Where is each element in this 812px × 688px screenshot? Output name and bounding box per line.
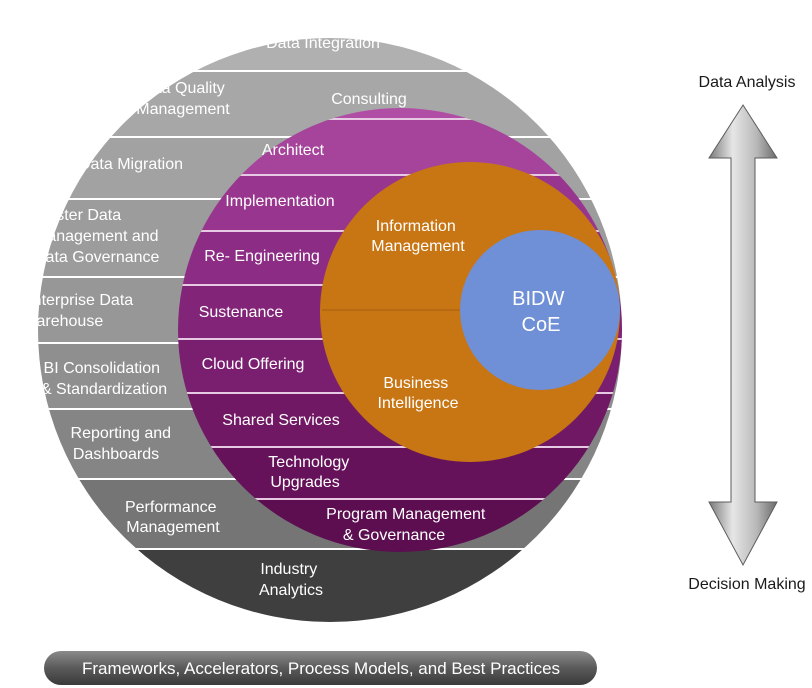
domain-information-management: Information Management [371, 218, 465, 255]
service-program-management: Program Management & Governance [326, 506, 490, 544]
outer-layer-data-quality: Data Quality Management [136, 80, 230, 118]
service-implementation: Implementation [225, 193, 334, 210]
outer-layer-data-migration: Data Migration [79, 156, 183, 173]
outer-layer-edw: Enterprise Data Warehouse [22, 292, 138, 330]
outer-layer-data-integration: Data Integration [266, 35, 380, 52]
service-shared-services: Shared Services [222, 412, 339, 429]
domain-labels: Information Management Business Intellig… [371, 218, 465, 412]
service-sustenance: Sustenance [199, 304, 284, 321]
outer-layer-labels: Data Integration Data Quality Management… [22, 35, 380, 599]
outer-layer-bi-consolidation: BI Consolidation & Standardization [41, 360, 167, 398]
service-re-engineering: Re- Engineering [204, 248, 320, 265]
core-circle [460, 230, 620, 390]
core-label: BIDW CoE [512, 288, 570, 336]
service-consulting: Consulting [331, 91, 407, 108]
service-architect: Architect [262, 142, 325, 159]
outer-layer-industry-analytics: Industry Analytics [259, 561, 323, 599]
footer-bar [44, 651, 597, 685]
double-arrow-icon [708, 104, 778, 567]
outer-layer-reporting: Reporting and Dashboards [71, 425, 176, 463]
analysis-decision-arrow [708, 104, 778, 567]
outer-layer-performance: Performance Management [125, 499, 221, 536]
domain-business-intelligence: Business Intelligence [378, 375, 459, 412]
outer-layer-mdm: Master Data Management and Data Governan… [34, 207, 163, 266]
service-cloud-offering: Cloud Offering [202, 356, 305, 373]
footer-bar-label: Frameworks, Accelerators, Process Models… [82, 659, 560, 678]
axis-bottom-label: Decision Making [688, 576, 805, 593]
service-technology-upgrades: Technology Upgrades [268, 454, 353, 491]
axis-top-label: Data Analysis [699, 74, 796, 91]
service-layer-labels: Consulting Architect Implementation Re- … [199, 91, 490, 544]
